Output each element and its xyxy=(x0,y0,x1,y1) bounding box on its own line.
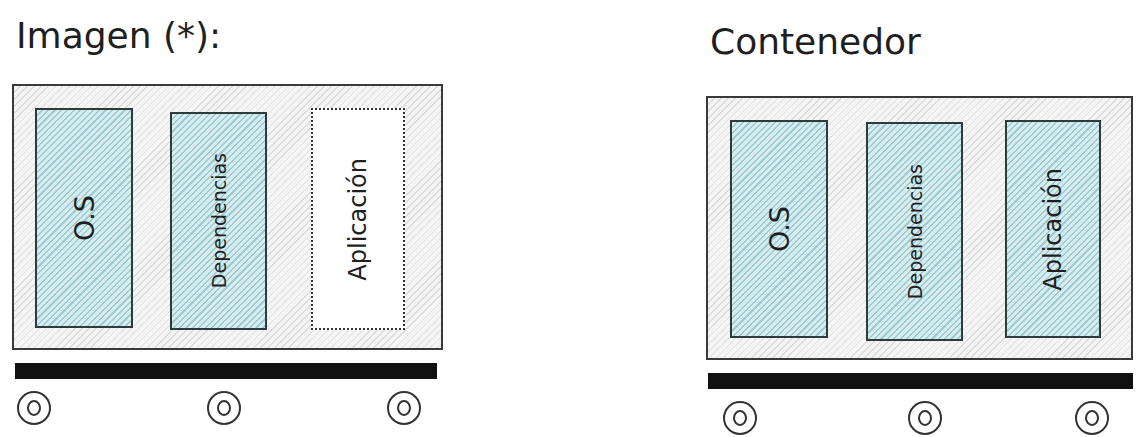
wheel xyxy=(724,402,756,434)
wheel-hub xyxy=(218,401,230,415)
right-chassis xyxy=(708,373,1133,434)
wheel-hub xyxy=(919,411,931,425)
layer-box: O.S xyxy=(35,108,133,328)
layer-label: O.S xyxy=(764,206,795,252)
layer-box: O.S xyxy=(730,120,828,338)
wagon-frame: Imagen (*):O.SDependenciasAplicación xyxy=(12,84,443,350)
wheel xyxy=(909,402,941,434)
wheel xyxy=(388,392,420,424)
left-chassis xyxy=(15,363,437,424)
layer-label: Aplicación xyxy=(1039,168,1067,291)
wagon-title: Contenedor xyxy=(710,20,921,64)
chassis-bar xyxy=(15,363,437,379)
layer-label: Dependencias xyxy=(904,164,926,299)
layer-box: Aplicación xyxy=(1005,120,1101,338)
chassis-bar xyxy=(708,373,1133,389)
wheel-hub xyxy=(398,401,410,415)
layer-label: Dependencias xyxy=(208,153,230,288)
wheel-hub xyxy=(1086,411,1098,425)
layer-box: Aplicación xyxy=(311,108,405,330)
wheel-hub xyxy=(28,401,40,415)
layer-label: O.S xyxy=(69,195,100,241)
layer-box: Dependencias xyxy=(866,122,963,341)
wheel xyxy=(208,392,240,424)
wheel xyxy=(18,392,50,424)
layer-box: Dependencias xyxy=(170,112,267,330)
wagon-title: Imagen (*): xyxy=(16,14,221,58)
wagon-frame: ContenedorO.SDependenciasAplicación xyxy=(706,96,1133,360)
wheel-hub xyxy=(734,411,746,425)
wheel xyxy=(1076,402,1108,434)
layer-label: Aplicación xyxy=(344,158,372,281)
